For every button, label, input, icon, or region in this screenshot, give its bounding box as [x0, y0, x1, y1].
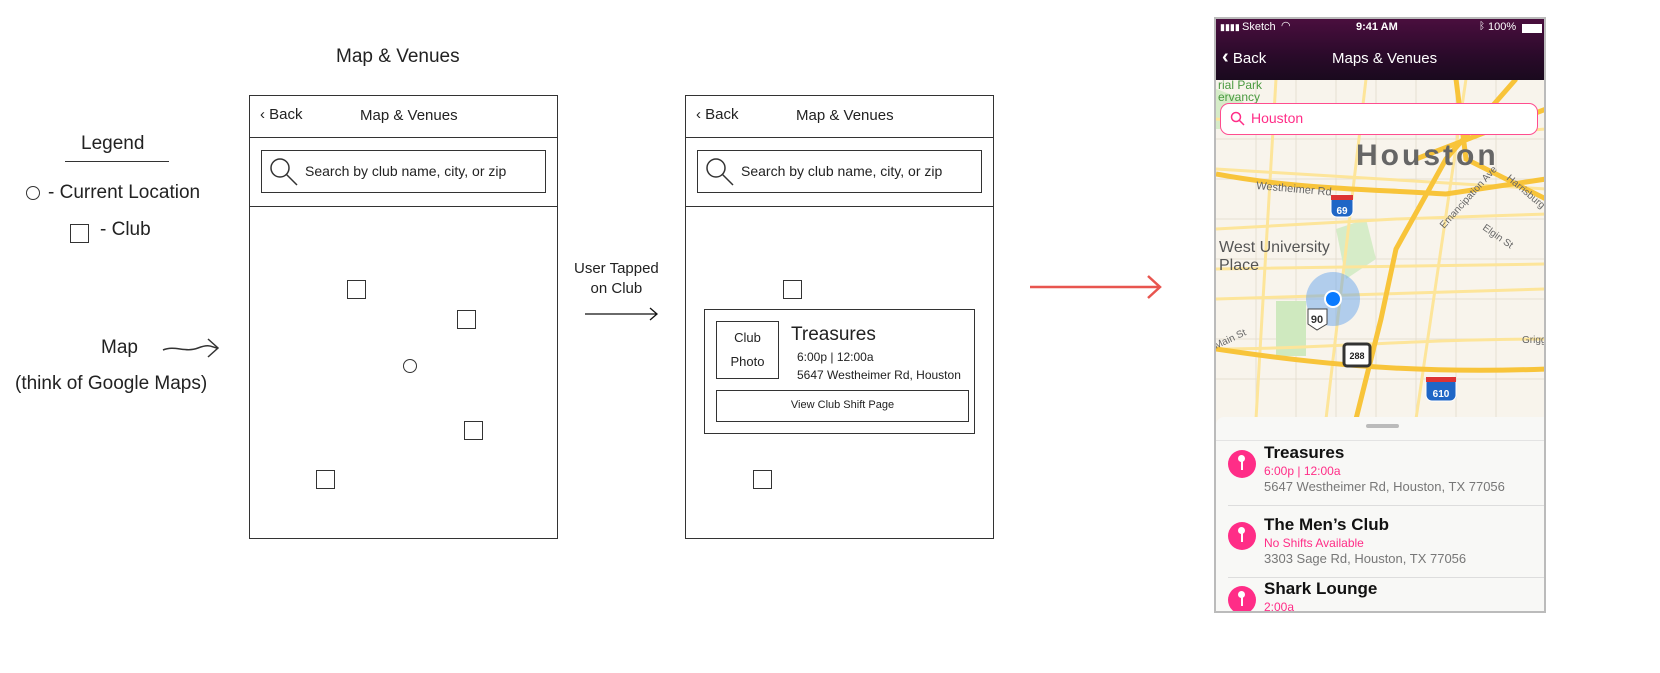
venue-name: Shark Lounge [1264, 579, 1378, 598]
map-label: Map [101, 337, 138, 358]
bluetooth-icon: ᛒ [1479, 21, 1485, 32]
venue-name: Treasures [1264, 443, 1345, 462]
squiggle-arrow-icon [162, 338, 220, 358]
interstate-610-shield: 610 [1425, 376, 1457, 402]
map-label-park: rial Park [1218, 78, 1263, 92]
search-placeholder: Search by club name, city, or zip [305, 163, 507, 179]
club-icon [70, 224, 89, 243]
current-location-icon [26, 186, 40, 200]
carrier: Sketch [1242, 21, 1276, 33]
svg-text:69: 69 [1336, 206, 1348, 217]
venue-status: 6:00p | 12:00a [1264, 464, 1341, 478]
arrow-right-icon [1030, 275, 1162, 299]
back-label: Back [269, 106, 303, 123]
battery-percent: 100% [1488, 21, 1517, 33]
venue-row[interactable]: The Men’s Club No Shifts Available 3303 … [1228, 513, 1544, 578]
section-title: Map & Venues [336, 46, 460, 67]
header-banner: ▮▮▮▮ Sketch ◠ 9:41 AM ᛒ 100% ‹ Back Maps… [1216, 19, 1544, 80]
venue-status: No Shifts Available [1264, 536, 1364, 550]
venue-address: 5647 Westheimer Rd, Houston, TX 77056 [1264, 479, 1505, 494]
divider [1216, 440, 1544, 441]
divider [250, 137, 557, 138]
screen-title: Map & Venues [360, 107, 458, 124]
search-placeholder: Search by club name, city, or zip [741, 163, 943, 179]
club-marker[interactable] [347, 280, 366, 299]
current-location-marker [403, 359, 417, 373]
club-address: 5647 Westheimer Rd, Houston [797, 368, 961, 382]
back-button[interactable]: ‹ Back [1222, 46, 1266, 69]
club-marker[interactable] [316, 470, 335, 489]
pin-icon [1228, 450, 1256, 478]
search-input[interactable]: Search by club name, city, or zip [697, 150, 982, 193]
legend-current-location: - Current Location [48, 182, 201, 203]
arrow-right-icon [585, 307, 658, 321]
battery-icon [1522, 24, 1542, 33]
svg-text:Place: Place [1219, 257, 1259, 274]
club-marker[interactable] [753, 470, 772, 489]
search-value: Houston [1251, 110, 1304, 126]
svg-text:West University: West University [1219, 239, 1330, 256]
signal-icon: ▮▮▮▮ [1220, 22, 1240, 32]
svg-text:610: 610 [1433, 389, 1450, 400]
venue-name: The Men’s Club [1264, 515, 1389, 534]
screen-title: Map & Venues [796, 107, 894, 124]
svg-text:ervancy: ervancy [1218, 90, 1260, 104]
map-label-city: Houston [1356, 139, 1499, 172]
legend-underline [65, 161, 169, 162]
divider [686, 206, 993, 207]
legend-club: - Club [100, 219, 151, 240]
map-note: (think of Google Maps) [15, 373, 208, 394]
wifi-icon: ◠ [1281, 20, 1291, 32]
svg-text:288: 288 [1349, 351, 1364, 361]
divider [250, 206, 557, 207]
divider [686, 137, 993, 138]
sheet-drag-handle[interactable] [1366, 424, 1399, 428]
pin-icon [1228, 586, 1256, 611]
back-label: Back [705, 106, 739, 123]
venue-row[interactable]: Treasures 6:00p | 12:00a 5647 Westheimer… [1228, 441, 1544, 506]
back-label: Back [1232, 50, 1267, 67]
club-marker[interactable] [457, 310, 476, 329]
venue-sheet: Treasures 6:00p | 12:00a 5647 Westheimer… [1216, 417, 1544, 613]
venue-address: 3303 Sage Rd, Houston, TX 77056 [1264, 551, 1467, 566]
phone-mockup: rial Park ervancy Houston Westheimer Rd … [1214, 17, 1546, 613]
search-icon [1230, 111, 1245, 126]
club-marker[interactable] [783, 280, 802, 299]
pin-icon [1228, 522, 1256, 550]
current-location-marker [1326, 292, 1340, 306]
nav-title: Maps & Venues [1332, 50, 1438, 67]
tx-288-shield: 288 [1342, 342, 1372, 368]
venue-status: 2:00a [1264, 600, 1295, 613]
wireframe-club-tapped-screen: ‹ Back Map & Venues Search by club name,… [685, 95, 994, 539]
legend-title: Legend [81, 133, 145, 154]
view-club-shift-button[interactable]: View Club Shift Page [716, 390, 969, 422]
back-button[interactable]: ‹ Back [696, 106, 739, 123]
interstate-69-shield: 69 [1330, 194, 1354, 218]
search-icon [270, 158, 298, 186]
back-button[interactable]: ‹ Back [260, 106, 303, 123]
us-90-shield: 90 [1307, 308, 1328, 331]
club-hours: 6:00p | 12:00a [797, 350, 874, 364]
status-time: 9:41 AM [1356, 21, 1398, 33]
svg-text:Grigg: Grigg [1522, 335, 1546, 346]
search-icon [706, 158, 734, 186]
venue-row[interactable]: Shark Lounge 2:00a [1228, 577, 1544, 613]
wireframe-map-screen: ‹ Back Map & Venues Search by club name,… [249, 95, 558, 539]
club-name: Treasures [791, 324, 876, 345]
club-marker[interactable] [464, 421, 483, 440]
search-input[interactable]: Houston [1220, 103, 1538, 135]
chevron-left-icon: ‹ [1222, 46, 1229, 68]
search-input[interactable]: Search by club name, city, or zip [261, 150, 546, 193]
svg-text:90: 90 [1311, 314, 1323, 326]
map[interactable]: rial Park ervancy Houston Westheimer Rd … [1216, 19, 1546, 419]
